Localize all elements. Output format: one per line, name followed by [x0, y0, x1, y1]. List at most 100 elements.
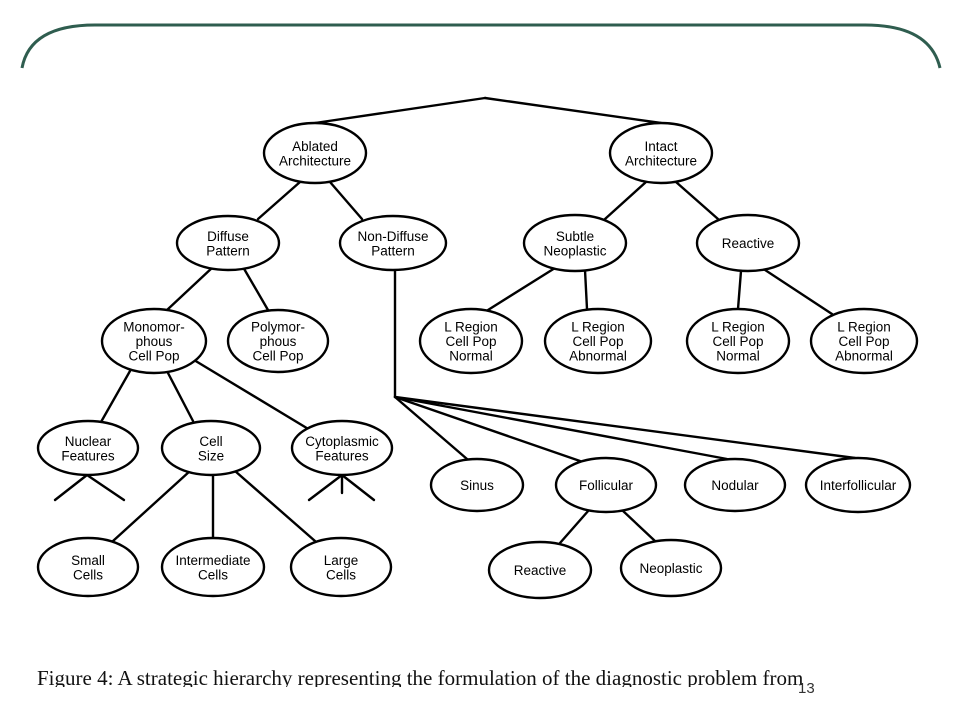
diagram-edge: [53, 473, 89, 502]
node-label: Cell Pop: [838, 334, 889, 349]
node-label: Cells: [326, 567, 356, 582]
node-ellipse: [554, 456, 658, 514]
figure-caption: Figure 4: A strategic hierarchy represen…: [37, 666, 804, 687]
node-label: phous: [136, 334, 173, 349]
diagram-edge: [328, 180, 364, 221]
node-ellipse: [418, 307, 524, 375]
node-label: Normal: [716, 349, 760, 364]
diagram-edge: [166, 371, 195, 423]
node-label: L Region: [837, 320, 891, 335]
slide-frame-arc: [20, 23, 942, 69]
node-neoplastic: Neoplastic: [619, 538, 723, 598]
node-label: Ablated: [292, 139, 338, 154]
node-label: Neoplastic: [543, 243, 606, 258]
node-ellipse: [338, 214, 448, 272]
node-label: L Region: [571, 320, 625, 335]
node-ellipse: [608, 121, 714, 185]
node-nodular: Nodular: [683, 457, 787, 513]
node-label: Sinus: [460, 478, 494, 493]
diagram-edge: [256, 180, 302, 221]
diagram-edge: [393, 395, 857, 460]
node-label: Interfollicular: [820, 478, 897, 493]
diagram-edge: [233, 469, 317, 543]
diagram-edge: [313, 96, 487, 125]
diagram-edge: [393, 395, 729, 461]
node-sinus: Sinus: [429, 457, 525, 513]
node-label: Architecture: [279, 153, 351, 168]
node-label: Cell Pop: [445, 334, 496, 349]
node-ellipse: [683, 457, 787, 513]
node-label: Abnormal: [569, 349, 627, 364]
node-ellipse: [36, 536, 140, 598]
diagram-nodes: AblatedArchitectureIntactArchitectureDif…: [36, 121, 919, 600]
diagram-edge: [99, 369, 132, 424]
node-label: Polymor-: [251, 320, 305, 335]
node-ellipse: [809, 307, 919, 375]
node-label: Size: [198, 448, 224, 463]
diagram-edge: [111, 469, 192, 543]
diagram-edges: [53, 96, 857, 545]
node-label: Cell: [199, 434, 222, 449]
node-label: Cell Pop: [712, 334, 763, 349]
node-label: Features: [315, 448, 369, 463]
node-ellipse: [695, 213, 801, 273]
node-ellipse: [36, 419, 140, 477]
node-label: Subtle: [556, 229, 594, 244]
node-label: Cell Pop: [128, 349, 179, 364]
node-label: Cells: [198, 567, 228, 582]
node-label: Cell Pop: [572, 334, 623, 349]
node-ellipse: [226, 308, 330, 374]
hierarchy-diagram: AblatedArchitectureIntactArchitectureDif…: [36, 96, 919, 600]
page-number: 13: [798, 680, 815, 697]
diagram-edge: [393, 395, 469, 461]
node-label: Cytoplasmic: [305, 434, 379, 449]
diagram-edge: [583, 268, 589, 311]
diagram-edge: [674, 180, 720, 221]
node-label: Intermediate: [175, 553, 250, 568]
node-label: phous: [260, 334, 297, 349]
node-interfollicular: Interfollicular: [804, 456, 912, 514]
node-label: Diffuse: [207, 229, 249, 244]
node-label: Architecture: [625, 153, 697, 168]
node-label: Intact: [644, 139, 677, 154]
node-ellipse: [262, 121, 368, 185]
node-ellipse: [487, 540, 593, 600]
node-ellipse: [160, 419, 262, 477]
node-ellipse: [804, 456, 912, 514]
node-label: Reactive: [514, 563, 567, 578]
diagram-edge: [307, 473, 344, 502]
node-ellipse: [685, 307, 791, 375]
node-ellipse: [290, 419, 394, 477]
node-ellipse: [543, 307, 653, 375]
diagram-edge: [760, 266, 834, 316]
diagram-edge: [483, 96, 663, 125]
node-label: Monomor-: [123, 320, 185, 335]
node-label: Non-Diffuse: [357, 229, 428, 244]
node-follicular: Follicular: [554, 456, 658, 514]
diagram-edge: [192, 358, 312, 432]
node-label: Cells: [73, 567, 103, 582]
node-ellipse: [429, 457, 525, 513]
node-reactive2: Reactive: [487, 540, 593, 600]
node-label: Follicular: [579, 478, 634, 493]
diagram-edge: [736, 269, 743, 311]
node-ellipse: [619, 538, 723, 598]
node-label: Nodular: [711, 478, 759, 493]
node-ellipse: [175, 214, 281, 272]
diagram-edge: [241, 265, 270, 312]
node-label: Features: [61, 448, 115, 463]
node-reactive1: Reactive: [695, 213, 801, 273]
